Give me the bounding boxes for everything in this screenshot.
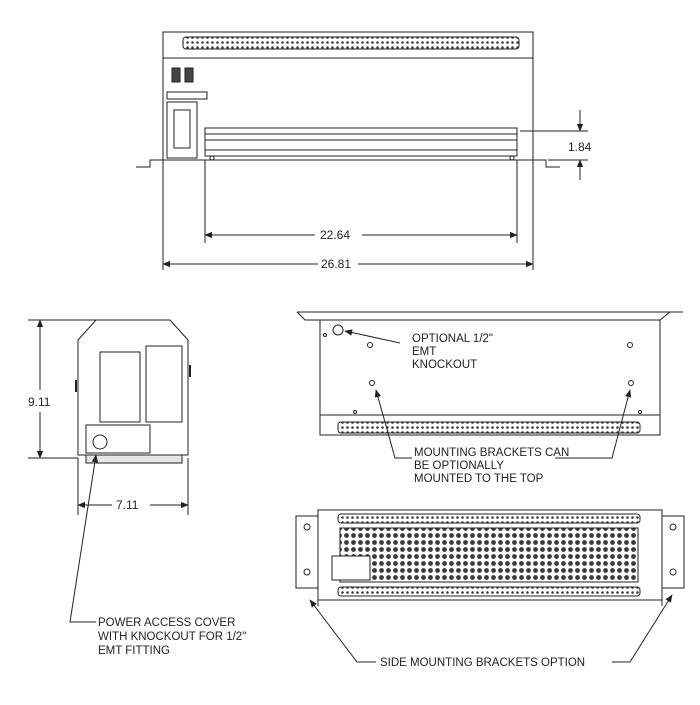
leaders-bottom (69, 454, 673, 663)
front-view (136, 31, 560, 168)
dim-height-small-label: 1.84 (568, 140, 592, 154)
dim-side-depth (77, 458, 189, 515)
dim-height-small (520, 110, 588, 180)
side-bracket-view-body (317, 509, 663, 601)
dim-side-height (28, 319, 96, 459)
side-bracket-view (295, 509, 685, 606)
power-access-cover (85, 424, 151, 454)
note-side-brackets: SIDE MOUNTING BRACKETS OPTION (380, 657, 585, 669)
knockout-circle (92, 434, 108, 450)
left-side-bracket (295, 515, 319, 589)
main-grille (339, 527, 639, 583)
dim-inner-width (204, 160, 518, 243)
access-panel (166, 101, 198, 159)
side-view (75, 319, 191, 464)
switch-left (171, 67, 181, 83)
top-mount-view (296, 311, 683, 436)
optional-knockout (332, 324, 344, 336)
right-side-bracket (661, 515, 685, 589)
note-knockout: OPTIONAL 1/2" EMT KNOCKOUT (412, 333, 496, 371)
dim-side-depth-label: 7.11 (116, 498, 139, 512)
top-mount-grille (337, 421, 641, 434)
switch-right (184, 67, 194, 83)
note-brackets-top: MOUNTING BRACKETS CAN BE OPTIONALLY MOUN… (414, 447, 572, 485)
front-grille (182, 36, 520, 50)
lower-outlet (204, 127, 518, 157)
top-mount-view-body (319, 319, 661, 436)
label-plate (166, 91, 208, 100)
side-bracket-panel (331, 555, 371, 581)
side-view-body (77, 319, 189, 456)
dim-inner-width-label: 22.64 (320, 228, 350, 242)
leaders-top-mount (344, 329, 632, 459)
note-power-cover: POWER ACCESS COVER WITH KNOCKOUT FOR 1/2… (98, 617, 249, 657)
front-view-body (162, 31, 534, 161)
dim-overall-width-label: 26.81 (321, 257, 351, 271)
dim-overall-width (162, 160, 534, 270)
dim-side-height-label: 9.11 (28, 395, 51, 409)
